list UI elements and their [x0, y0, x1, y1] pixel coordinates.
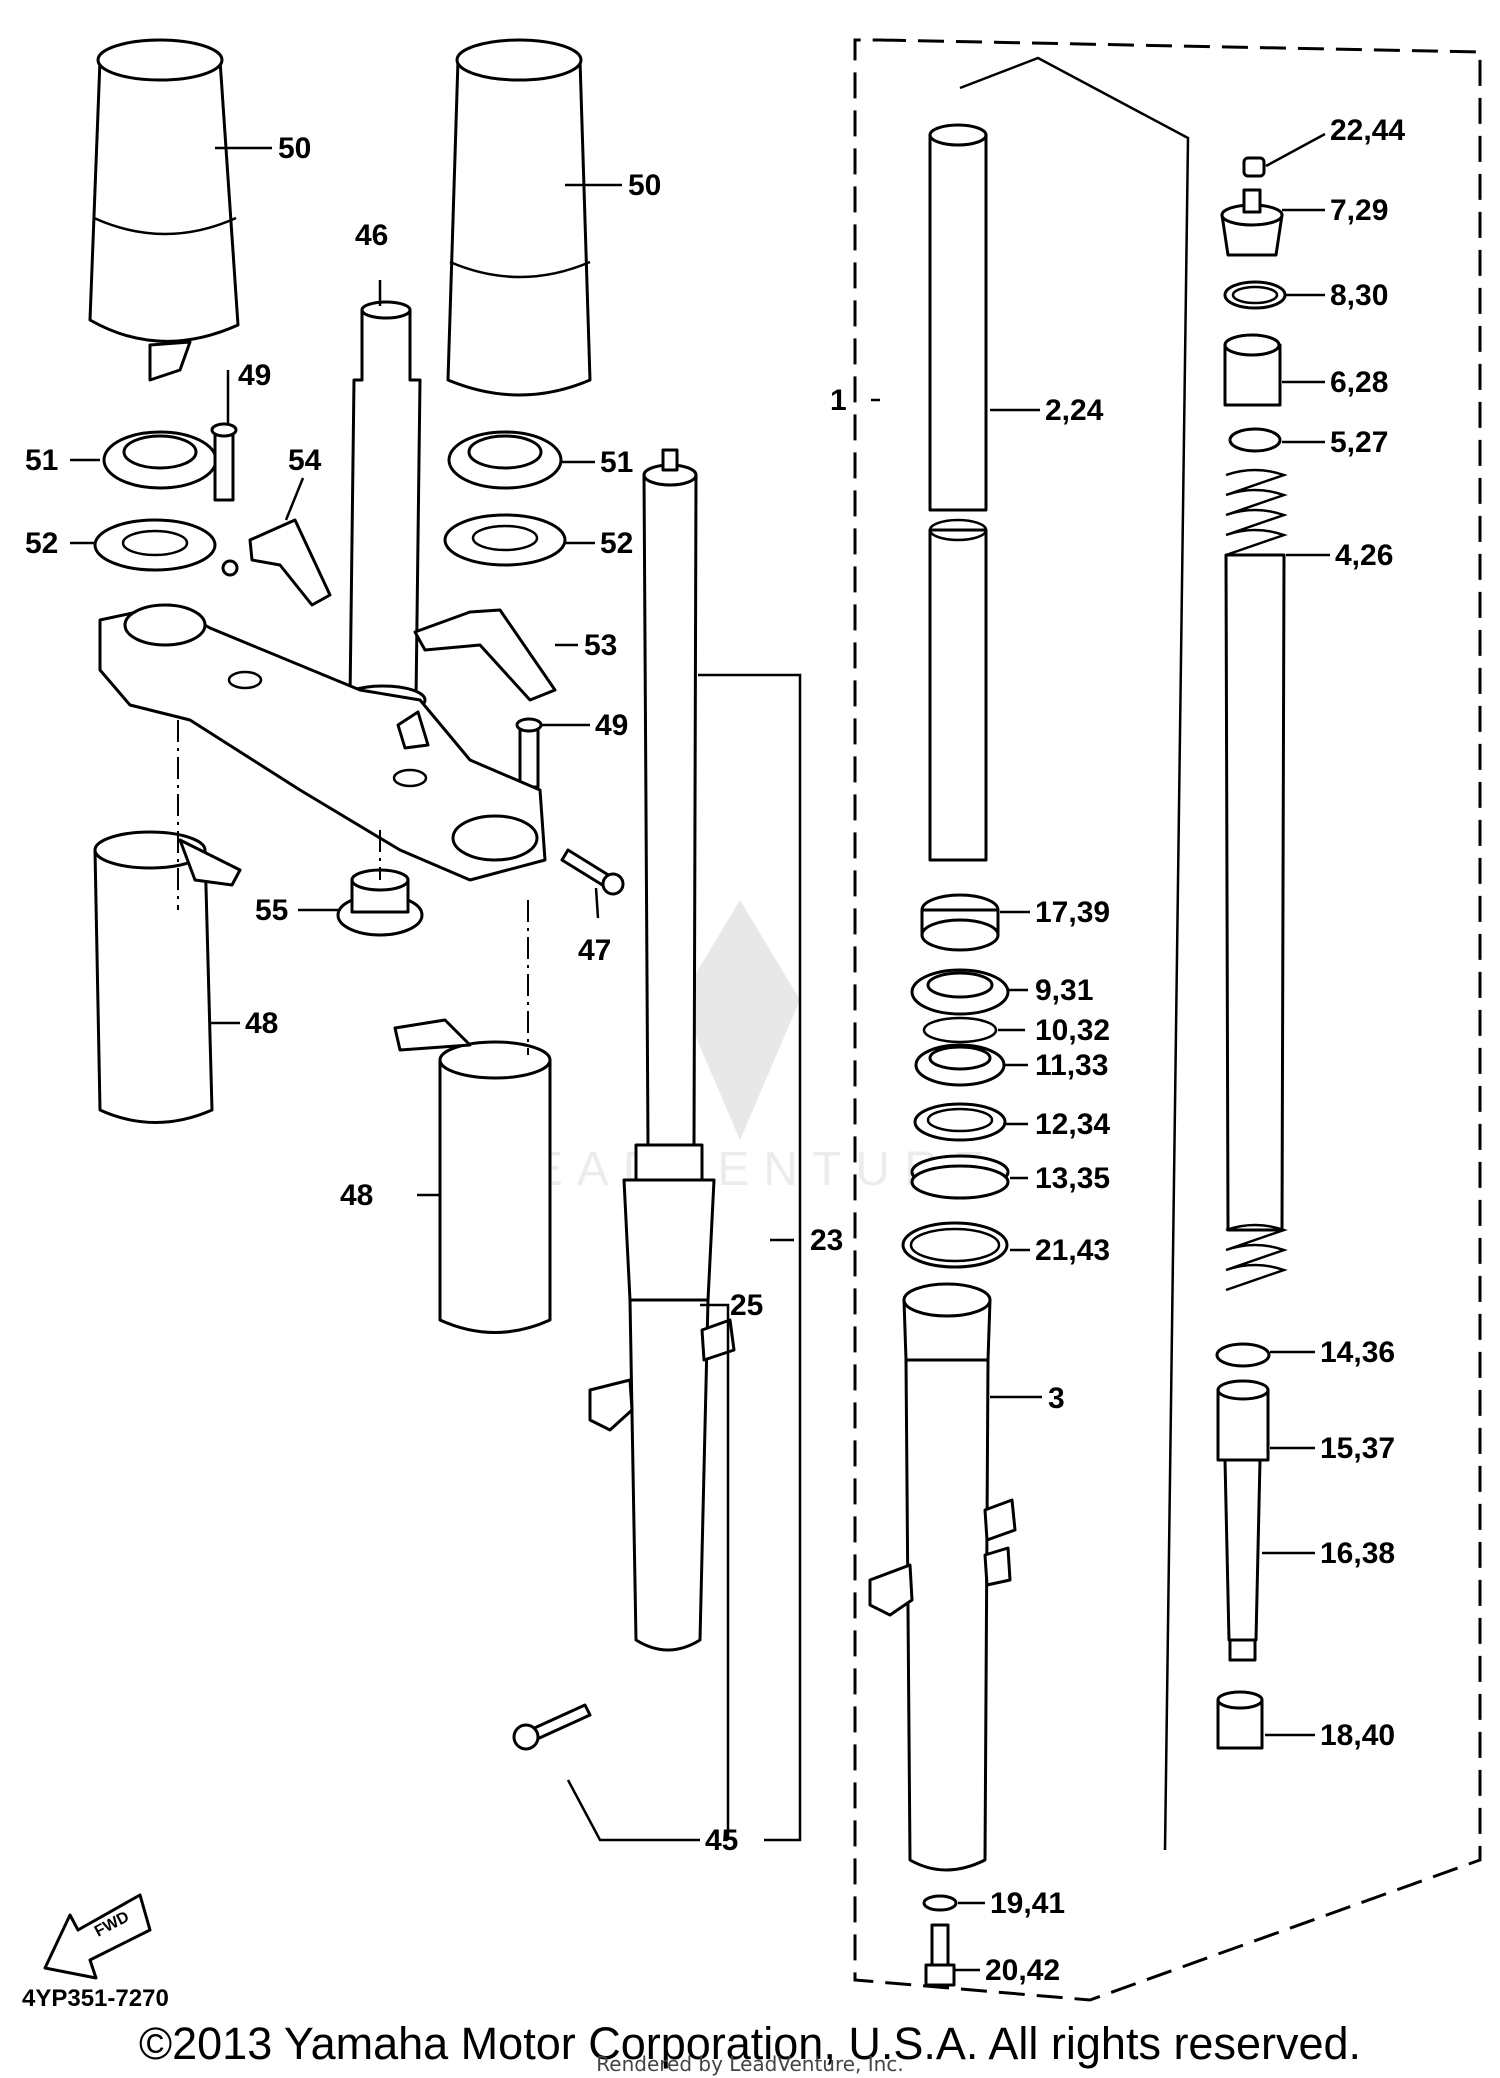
washer-12-34: [913, 1102, 1007, 1142]
upper-cover-left: [88, 38, 240, 382]
callout-9-31: 9,31: [1035, 974, 1093, 1007]
callout-51-left: 51: [25, 444, 58, 477]
washer-19-41: [922, 1894, 958, 1912]
clip-10-32: [922, 1016, 998, 1044]
callout-3: 3: [1048, 1382, 1065, 1415]
under-bracket: [98, 603, 547, 882]
clamp-53: [413, 608, 557, 702]
bolt-49-upper: [210, 422, 238, 502]
lower-cover-48-right: [393, 1018, 552, 1334]
piston-ring-14-36: [1215, 1342, 1271, 1368]
damper-rod-15-37: [1216, 1379, 1270, 1462]
bushing-17-39: [920, 893, 1000, 952]
washer-52-right: [443, 513, 567, 567]
callout-4-26: 4,26: [1335, 539, 1393, 572]
callout-13-35: 13,35: [1035, 1162, 1110, 1195]
callout-50-right: 50: [628, 169, 661, 202]
nut-55: [336, 868, 424, 937]
callout-labels: 50 50 46 49 54 51 52 51 52 53 49 55 47 4…: [25, 114, 1405, 1987]
callout-49-lower: 49: [595, 709, 628, 742]
watermark-logo: [680, 900, 800, 1140]
callout-21-43: 21,43: [1035, 1234, 1110, 1267]
spring-4-26: [1224, 468, 1288, 1292]
callout-46: 46: [355, 219, 388, 252]
callout-8-30: 8,30: [1330, 279, 1388, 312]
ring-21-43: [901, 1221, 1009, 1269]
seal-9-31: [910, 968, 1010, 1016]
fork-assembled: [588, 448, 736, 1652]
callout-54: 54: [288, 444, 322, 477]
cap-bolt-7-29: [1220, 188, 1284, 257]
seal-51-left: [102, 430, 218, 490]
callout-20-42: 20,42: [985, 1954, 1060, 1987]
callout-49-upper: 49: [238, 359, 271, 392]
callout-23: 23: [810, 1224, 843, 1257]
damper-rod-16-38: [1223, 1458, 1262, 1662]
callout-50-left: 50: [278, 132, 311, 165]
bolt-47: [560, 848, 625, 896]
rendered-by-notice: Rendered by LeadVenture, Inc.: [596, 2052, 904, 2076]
oring-8-30: [1223, 280, 1287, 310]
bolt-49-lower: [515, 717, 543, 789]
callout-19-41: 19,41: [990, 1887, 1065, 1920]
fwd-arrow: FWD: [43, 1893, 152, 1980]
callout-2-24: 2,24: [1045, 394, 1104, 427]
exploded-frame: [853, 38, 1482, 2002]
callout-53: 53: [584, 629, 617, 662]
seal-11-33: [914, 1043, 1006, 1087]
callout-6-28: 6,28: [1330, 366, 1388, 399]
callout-14-36: 14,36: [1320, 1336, 1395, 1369]
watermark-text: LEADVENTURE: [490, 1143, 999, 1196]
clamp-54: [221, 518, 332, 607]
callout-16-38: 16,38: [1320, 1537, 1395, 1570]
watermark: LEADVENTURE: [490, 900, 999, 1196]
callout-11-33: 11,33: [1035, 1049, 1108, 1082]
copyright-notice: ©2013 Yamaha Motor Corporation, U.S.A. A…: [138, 2018, 1362, 2069]
frame-link-top: [959, 56, 1190, 1851]
callout-52-right: 52: [600, 527, 633, 560]
callout-18-40: 18,40: [1320, 1719, 1395, 1752]
leader-lines: [70, 132, 1330, 1972]
callout-1: 1: [830, 384, 847, 417]
callout-17-39: 17,39: [1035, 896, 1110, 929]
callout-10-32: 10,32: [1035, 1014, 1110, 1047]
bolt-45: [512, 1703, 592, 1751]
callout-48-right: 48: [340, 1179, 373, 1212]
washer-52-left: [93, 518, 217, 572]
callout-25: 25: [730, 1289, 763, 1322]
callout-45: 45: [705, 1824, 738, 1857]
diagram-code: 4YP351-7270: [22, 1985, 169, 2012]
callout-22-44: 22,44: [1330, 114, 1405, 147]
upper-cover-right: [446, 38, 592, 397]
outer-tube-3: [868, 1282, 1017, 1872]
callout-7-29: 7,29: [1330, 194, 1388, 227]
seal-51-right: [447, 430, 563, 490]
inner-tube-2-24: [928, 123, 988, 862]
washer-5-27: [1228, 427, 1282, 453]
spacer-6-28: [1223, 333, 1282, 407]
callout-51-right: 51: [600, 446, 633, 479]
callout-15-37: 15,37: [1320, 1432, 1395, 1465]
callout-5-27: 5,27: [1330, 426, 1388, 459]
lower-cover-48-left: [93, 830, 242, 1124]
oil-lock-18-40: [1216, 1690, 1264, 1750]
callout-55: 55: [255, 894, 288, 927]
bushing-13-35: [910, 1154, 1010, 1200]
callout-52-left: 52: [25, 527, 58, 560]
bolt-20-42: [924, 1923, 956, 1987]
callout-12-34: 12,34: [1035, 1108, 1110, 1141]
callout-47: 47: [578, 934, 611, 967]
callout-48-left: 48: [245, 1007, 278, 1040]
cap-22-44: [1242, 156, 1266, 178]
steering-stem: [339, 300, 427, 716]
